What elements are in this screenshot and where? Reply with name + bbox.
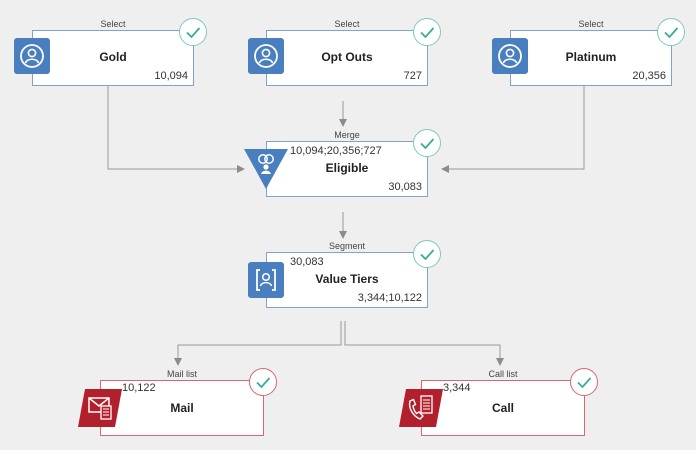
person-icon <box>14 38 50 74</box>
checkmark-icon <box>420 27 435 39</box>
checkmark-icon <box>664 27 679 39</box>
checkmark-icon <box>420 249 435 261</box>
person-icon <box>248 38 284 74</box>
merge-icon <box>244 149 288 189</box>
phone-icon <box>399 389 443 427</box>
node-kind-label: Select <box>100 19 126 29</box>
node-card[interactable] <box>266 141 428 197</box>
node-count: 727 <box>403 70 422 82</box>
select-node-opt-outs[interactable]: Select Opt Outs 727 <box>248 18 441 86</box>
node-count: 10,094 <box>154 70 188 82</box>
envelope-icon <box>78 389 122 427</box>
node-kind-label: Call list <box>488 369 518 379</box>
status-check <box>413 240 441 268</box>
mail-list-node-mail[interactable]: Mail list 10,122 Mail <box>78 368 277 436</box>
merge-node-eligible[interactable]: Merge 10,094;20,356;727 Eligible 30,083 <box>244 129 441 197</box>
wire-segment-call <box>344 321 504 366</box>
segment-icon <box>248 262 284 298</box>
node-name: Call <box>491 401 514 415</box>
node-kind-label: Merge <box>334 130 360 140</box>
node-card[interactable] <box>266 30 428 86</box>
segment-node-value-tiers[interactable]: Segment 30,083 Value Tiers 3,344;10,122 <box>248 240 441 308</box>
node-name: Gold <box>99 50 127 64</box>
node-kind-label: Segment <box>328 241 366 251</box>
checkmark-icon <box>186 27 201 39</box>
status-check <box>413 129 441 157</box>
node-name: Value Tiers <box>315 272 379 286</box>
node-name: Platinum <box>565 50 617 64</box>
wire-platinum-eligible <box>441 86 585 173</box>
merge-input-counts: 10,094;20,356;727 <box>290 145 382 157</box>
node-name: Eligible <box>325 161 369 175</box>
node-count: 10,122 <box>122 382 156 394</box>
node-name: Opt Outs <box>321 50 373 64</box>
status-check <box>249 368 277 396</box>
node-count: 3,344 <box>443 382 471 394</box>
node-card[interactable] <box>421 380 585 436</box>
select-node-platinum[interactable]: Select Platinum 20,356 <box>492 18 685 86</box>
segment-output-counts: 3,344;10,122 <box>357 292 422 304</box>
person-icon <box>492 38 528 74</box>
status-check <box>179 18 207 46</box>
call-list-node-call[interactable]: Call list 3,344 Call <box>399 368 598 436</box>
wire-gold-eligible <box>107 86 245 173</box>
node-card[interactable] <box>266 252 428 308</box>
wire-segment-mail <box>174 321 342 366</box>
node-kind-label: Mail list <box>166 369 197 379</box>
status-check <box>413 18 441 46</box>
checkmark-icon <box>577 377 592 389</box>
select-node-gold[interactable]: Select Gold 10,094 <box>14 18 207 86</box>
node-name: Mail <box>170 401 194 415</box>
node-count: 20,356 <box>632 70 666 82</box>
node-kind-label: Select <box>334 19 360 29</box>
segment-input-count: 30,083 <box>290 256 324 268</box>
checkmark-icon <box>256 377 271 389</box>
status-check <box>570 368 598 396</box>
node-card[interactable] <box>510 30 672 86</box>
checkmark-icon <box>420 138 435 150</box>
status-check <box>657 18 685 46</box>
node-count: 30,083 <box>388 181 422 193</box>
node-kind-label: Select <box>578 19 604 29</box>
